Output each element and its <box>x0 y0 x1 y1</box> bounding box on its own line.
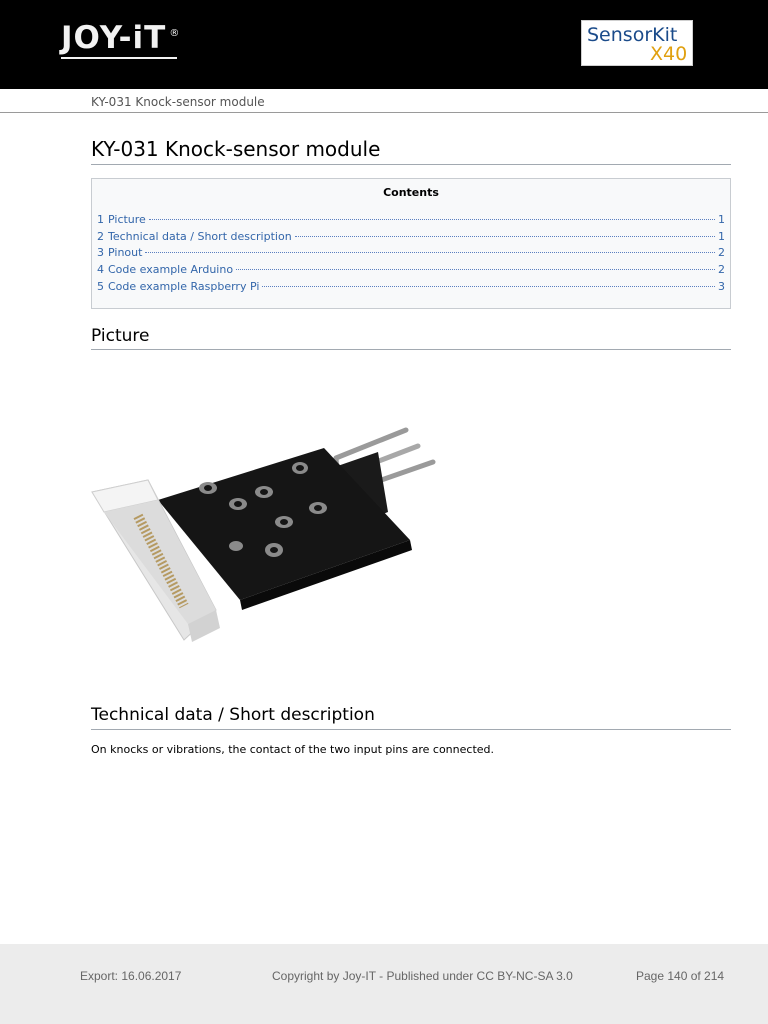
toc-title: Contents <box>383 186 439 199</box>
sensorkit-version: X40 <box>650 43 688 65</box>
knock-spring-housing-icon <box>91 479 220 642</box>
toc-leader-dots <box>145 252 715 254</box>
toc-item-label[interactable]: Picture <box>108 213 146 226</box>
section-heading-picture: Picture <box>91 326 150 346</box>
toc-item-label[interactable]: Pinout <box>108 246 143 260</box>
toc-leader-dots <box>262 285 715 287</box>
sensorkit-badge: SensorKit X40 <box>581 20 693 66</box>
toc-item[interactable]: 2 Technical data / Short description 1 <box>97 230 725 247</box>
title-rule <box>91 164 731 165</box>
toc-item-page: 3 <box>718 279 725 293</box>
toc-item-label[interactable]: Technical data / Short description <box>108 229 292 243</box>
toc-item[interactable]: 4 Code example Arduino 2 <box>97 263 725 280</box>
toc-item-label[interactable]: Code example Arduino <box>108 263 234 277</box>
toc-item-page: 1 <box>718 229 725 243</box>
running-title: KY-031 Knock-sensor module <box>91 95 265 109</box>
toc-leader-dots <box>236 269 715 271</box>
page-title: KY-031 Knock-sensor module <box>91 137 381 161</box>
header-divider <box>0 112 768 113</box>
page-header: JOY-iT® SensorKit X40 <box>0 0 768 89</box>
footer-copyright: Copyright by Joy-IT - Published under CC… <box>272 969 573 983</box>
toc-item-page: 2 <box>718 263 725 277</box>
table-of-contents: Contents 1 Picture 1 2 Technical data / Shor… <box>91 178 731 309</box>
footer-export-date: Export: 16.06.2017 <box>80 969 182 983</box>
toc-item-page: 1 <box>718 213 725 226</box>
toc-item[interactable]: 3 Pinout 2 <box>97 246 725 263</box>
toc-item-label[interactable]: Code example Raspberry Pi <box>108 279 260 293</box>
toc-leader-dots <box>294 235 715 237</box>
sensorkit-name: SensorKit <box>587 24 678 46</box>
footer-page-number: Page 140 of 214 <box>636 969 725 983</box>
toc-item-page: 2 <box>718 246 725 260</box>
toc-item-number: 2 <box>97 229 104 243</box>
toc-item[interactable]: 1 Picture 1 <box>97 213 725 230</box>
technical-description: On knocks or vibrations, the contact of … <box>91 743 495 756</box>
logo-underline <box>61 57 177 59</box>
section-heading-technical-data: Technical data / Short description <box>91 705 375 725</box>
toc-item[interactable]: 5 Code example Raspberry Pi 3 <box>97 280 725 297</box>
toc-item-number: 5 <box>97 279 104 293</box>
toc-item-number: 3 <box>97 246 104 260</box>
knock-sensor-photo <box>91 427 436 642</box>
toc-leader-dots <box>148 219 715 220</box>
section-rule <box>91 349 731 350</box>
toc-list: 1 Picture 1 2 Technical data / Short descrip… <box>97 213 725 296</box>
toc-item-number: 4 <box>97 263 104 277</box>
toc-item-number: 1 <box>97 213 104 226</box>
section-rule <box>91 729 731 730</box>
page-footer <box>0 944 768 1024</box>
joy-it-logo: JOY-iT® <box>61 20 181 56</box>
